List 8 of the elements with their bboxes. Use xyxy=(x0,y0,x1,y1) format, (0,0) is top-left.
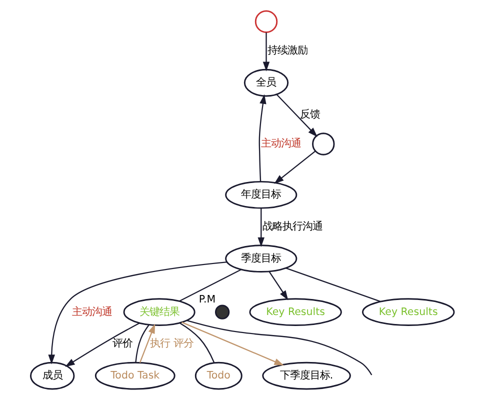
edge-label: 主动沟通 xyxy=(72,306,112,318)
edge-label: 反馈 xyxy=(300,108,320,120)
node-label: P.M xyxy=(198,294,216,306)
edge-label: 评价 xyxy=(112,338,132,350)
edge-label: 执行 评分 xyxy=(150,338,194,350)
edge-label: 持续激励 xyxy=(268,44,308,57)
edge-label: 战略执行沟通 xyxy=(262,220,323,232)
edge-label: 主动沟通 xyxy=(260,138,301,150)
